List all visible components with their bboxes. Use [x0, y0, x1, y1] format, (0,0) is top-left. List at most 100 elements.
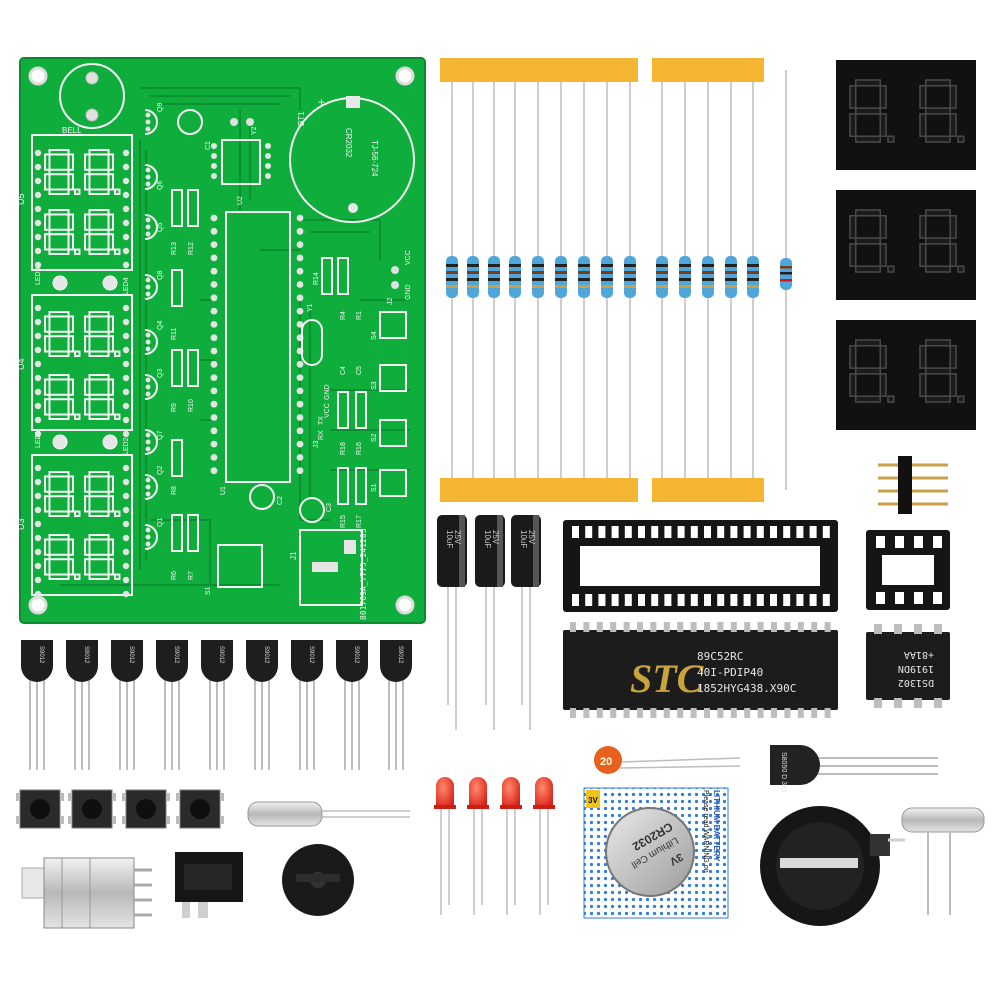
pad [145, 439, 151, 445]
color-band [467, 285, 479, 288]
chip-pin [744, 622, 751, 632]
segment [44, 213, 51, 231]
label-bt1: BT1 [297, 111, 306, 126]
decimal-point [114, 248, 121, 256]
label-vcc: VCC [405, 250, 412, 265]
tact-button [136, 799, 156, 819]
s1-power-footprint: S1 [205, 544, 263, 595]
pcb-digit-outline [84, 374, 121, 420]
pad [210, 307, 218, 315]
chip-pin [730, 708, 737, 718]
segment [48, 248, 70, 256]
resistor-body [578, 256, 590, 298]
color-band [446, 285, 458, 288]
segment [925, 135, 951, 143]
label-q8: Q8 [157, 271, 164, 280]
segment [48, 350, 70, 357]
chip-pin [894, 624, 902, 634]
seven-segment-displays [836, 60, 976, 430]
pad [34, 219, 42, 227]
socket-hole [756, 526, 764, 538]
color-band [532, 271, 544, 274]
tact-lead [220, 793, 224, 801]
decimal-point [887, 135, 895, 143]
socket-hole [770, 594, 777, 606]
resistor-labels: R13 R12 R11 R9 R10 R8 R6 R7 R14 R4 R1 R1… [171, 242, 363, 580]
socket-hole [598, 594, 606, 606]
pad [296, 414, 304, 421]
pin-header [878, 456, 948, 514]
chip-pin [650, 622, 657, 632]
socket-hole [598, 526, 606, 538]
pad [145, 541, 151, 547]
pad [210, 227, 218, 235]
pad [296, 267, 304, 275]
decimal-point [74, 573, 81, 581]
pad [122, 233, 130, 241]
segment [44, 335, 51, 353]
chip-pin [704, 708, 710, 718]
pad [34, 374, 42, 382]
segment [44, 538, 51, 556]
socket-hole [690, 526, 698, 538]
pcb-digit-outline [44, 471, 81, 517]
label-q7: Q7 [157, 431, 164, 440]
color-band [488, 264, 500, 267]
segment [107, 233, 114, 251]
switch-footprints [379, 311, 407, 497]
label-q5: Q5 [157, 223, 164, 232]
tact-lead [112, 816, 116, 824]
chip-pin [596, 708, 603, 718]
label-u3: U3 [16, 518, 26, 530]
socket-hole [822, 594, 830, 606]
led-rim [467, 805, 489, 809]
pad [122, 416, 130, 424]
label-vcc2: VCC [324, 403, 331, 418]
display-digit [919, 339, 965, 403]
pad [265, 163, 271, 169]
c1-footprint: C1 [177, 109, 212, 150]
pad [145, 339, 151, 345]
segment [44, 495, 51, 513]
display-footprint-u3: U3 [16, 454, 133, 596]
chip-pin [663, 622, 670, 632]
pad [34, 492, 42, 500]
label-r10: R10 [188, 399, 195, 412]
segment [949, 215, 957, 239]
pad [265, 153, 271, 159]
pad [34, 163, 42, 171]
decimal-point [114, 188, 121, 196]
transistor-marking: S9012 [263, 646, 269, 664]
tact-lead [60, 793, 64, 801]
pad [34, 548, 42, 556]
pad [122, 177, 130, 185]
color-band [578, 264, 590, 267]
label-r14: R14 [313, 272, 320, 285]
label-q4: Q4 [157, 321, 164, 330]
pad [145, 384, 151, 390]
socket-hole [933, 592, 942, 604]
buzzer-footprint: BELL [59, 63, 125, 135]
segment [879, 85, 887, 109]
color-band [747, 264, 759, 267]
color-band [532, 285, 544, 288]
socket-hole [914, 536, 923, 548]
cap-voltage: 25V [453, 530, 462, 545]
transistor-labels: Q9 Q6 Q5 Q8 Q4 Q3 Q7 Q2 Q1 [157, 103, 164, 527]
chip-pin [717, 622, 724, 632]
label-led1: LED1 [35, 430, 42, 448]
pcb-digit-outline [44, 149, 81, 196]
segment [88, 168, 110, 176]
socket-hole [611, 594, 619, 606]
pad [211, 153, 217, 159]
resistor-strip-left [440, 58, 638, 502]
segment [879, 215, 887, 239]
ic-socket-40pin [563, 520, 838, 612]
chip-pin [894, 698, 902, 708]
pad [296, 307, 304, 315]
tact-lead [16, 816, 20, 824]
pad [122, 318, 130, 326]
label-led2: LED2 [123, 437, 130, 455]
segment [48, 188, 70, 196]
label-led3: LED3 [35, 267, 42, 285]
